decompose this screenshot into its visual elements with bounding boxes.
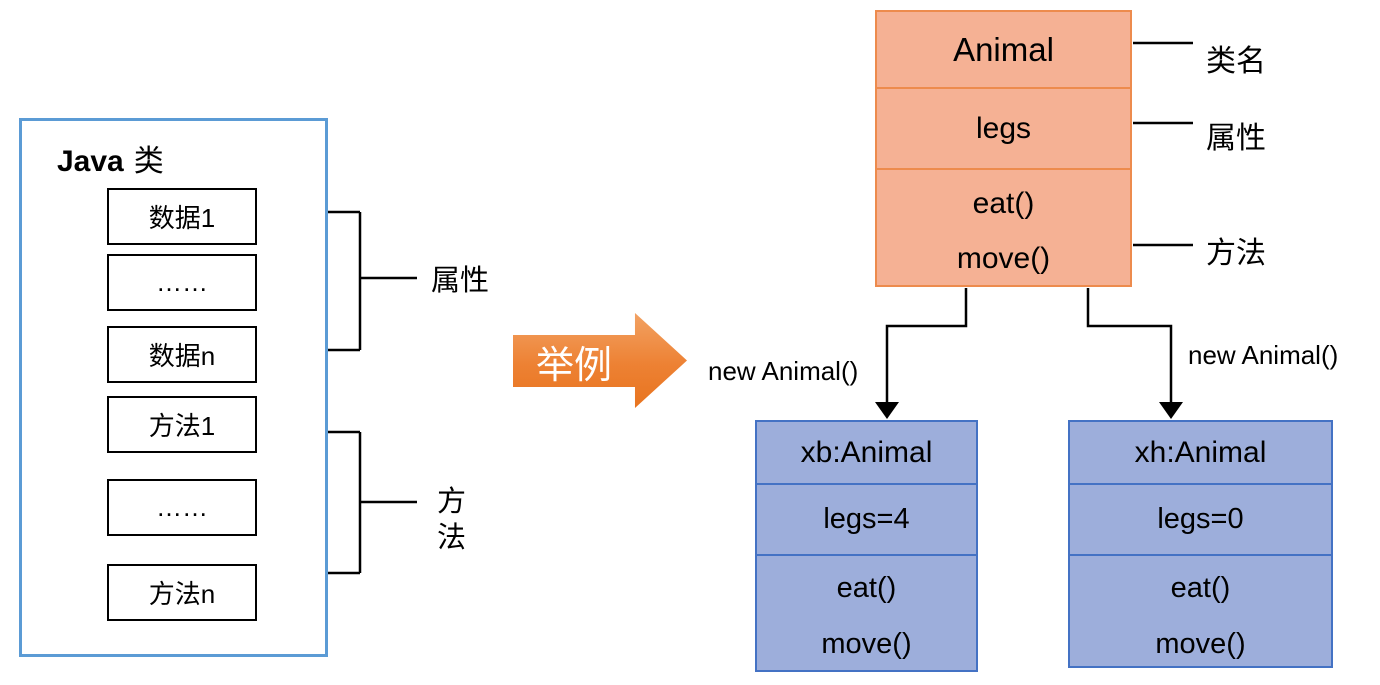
new-animal-label-left: new Animal() — [708, 356, 859, 386]
member-box-methodN: 方法n — [107, 564, 257, 621]
member-box-data-ellipsis: …… — [107, 254, 257, 311]
example-arrow-label: 举例 — [535, 344, 612, 387]
instance-xh-method-move: move() — [1155, 628, 1246, 660]
instantiation-arrow-left — [875, 288, 968, 419]
instance-xb-method-move: move() — [821, 628, 912, 660]
annotation-lines — [1133, 41, 1193, 247]
animal-class-attribute-cell: legs — [877, 87, 1130, 168]
methods-bracket-label: 方法 — [437, 486, 467, 554]
instance-xh-method-eat: eat() — [1170, 572, 1231, 604]
instance-xb-name: xb:Animal — [800, 435, 933, 469]
animal-class-methods-cell: eat() move() — [877, 168, 1130, 287]
animal-class-box: Animal legs eat() move() — [875, 10, 1132, 287]
instance-xb-methods: eat() move() — [757, 554, 976, 667]
attributes-bracket-label: 属性 — [431, 265, 490, 297]
annotation-class-name: 类名 — [1206, 45, 1266, 78]
java-title-class-word: 类 — [133, 145, 164, 178]
instance-xb-attribute: legs=4 — [757, 483, 976, 554]
instance-xh-name: xh:Animal — [1134, 435, 1267, 469]
instance-box-xb: xb:Animal legs=4 eat() move() — [755, 420, 978, 672]
instance-box-xh: xh:Animal legs=0 eat() move() — [1068, 420, 1333, 668]
java-title-word: Java — [57, 145, 124, 178]
new-animal-label-right: new Animal() — [1188, 340, 1339, 370]
instance-xh-attribute: legs=0 — [1070, 483, 1331, 554]
animal-method-move: move() — [956, 242, 1051, 275]
member-box-method1: 方法1 — [107, 396, 257, 453]
instance-xh-methods: eat() move() — [1070, 554, 1331, 664]
member-box-method-ellipsis: …… — [107, 479, 257, 536]
annotation-method: 方法 — [1206, 237, 1266, 270]
animal-class-name-cell: Animal — [953, 30, 1054, 68]
animal-method-eat: eat() — [972, 187, 1035, 220]
java-class-title: Java 类 — [57, 136, 164, 180]
member-box-dataN: 数据n — [107, 326, 257, 383]
instantiation-arrow-right — [1086, 288, 1183, 419]
annotation-attribute: 属性 — [1206, 122, 1266, 155]
instance-xb-method-eat: eat() — [836, 572, 897, 604]
member-box-data1: 数据1 — [107, 188, 257, 245]
